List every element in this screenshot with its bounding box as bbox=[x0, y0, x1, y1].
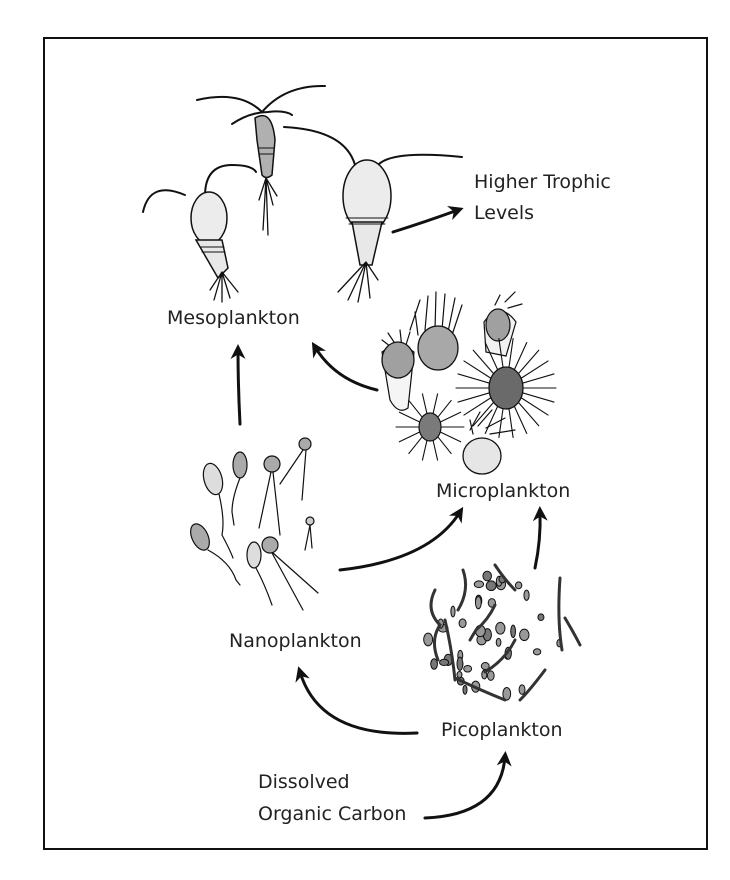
pico-filament bbox=[518, 668, 547, 702]
label-higher-trophic-1: Higher Trophic bbox=[474, 171, 611, 193]
label-doc-1: Dissolved bbox=[258, 771, 350, 793]
copepod-right bbox=[283, 126, 463, 303]
pico-cell bbox=[458, 618, 467, 629]
label-higher-trophic-2: Levels bbox=[474, 202, 535, 224]
pico-cell bbox=[502, 686, 512, 701]
copepod-left bbox=[142, 163, 257, 303]
label-nanoplankton: Nanoplankton bbox=[229, 630, 362, 652]
pico-filament bbox=[443, 618, 457, 682]
pico-filament bbox=[483, 638, 517, 674]
arrow-nano-to-meso bbox=[230, 344, 246, 426]
arrow-doc-to-pico bbox=[423, 751, 512, 820]
pico-cell bbox=[482, 570, 492, 582]
pico-cell bbox=[450, 605, 456, 618]
pico-cell bbox=[523, 589, 530, 601]
pico-cell bbox=[519, 628, 530, 642]
label-microplankton: Microplankton bbox=[436, 480, 571, 502]
pico-cell bbox=[430, 658, 438, 670]
copepod-center bbox=[196, 84, 326, 236]
arrow-pico-to-nano bbox=[295, 666, 419, 735]
pico-cell bbox=[456, 656, 464, 671]
arrow-copepods-to-higher-trophic bbox=[391, 206, 464, 234]
arrow-micro-to-meso bbox=[311, 341, 379, 392]
pico-cell bbox=[480, 662, 490, 671]
pico-cell bbox=[495, 621, 506, 635]
pico-cell bbox=[532, 648, 542, 656]
nanoplankton-cluster bbox=[190, 437, 319, 611]
arrow-nano-to-micro bbox=[338, 506, 464, 572]
label-mesoplankton: Mesoplankton bbox=[167, 307, 300, 329]
arrow-pico-to-micro bbox=[532, 506, 548, 570]
pico-filament bbox=[456, 568, 468, 612]
microplankton-cluster bbox=[381, 291, 557, 475]
pico-filament bbox=[563, 616, 582, 647]
pico-cell bbox=[474, 595, 482, 610]
pico-cell bbox=[423, 632, 434, 647]
label-picoplankton: Picoplankton bbox=[441, 719, 563, 741]
pico-filament bbox=[468, 603, 497, 642]
pico-cell bbox=[462, 684, 468, 695]
pico-cell bbox=[537, 613, 545, 622]
label-doc-2: Organic Carbon bbox=[258, 803, 407, 825]
pico-cell bbox=[463, 664, 473, 673]
pico-cell bbox=[439, 658, 450, 667]
pico-cell bbox=[510, 624, 516, 638]
pico-cell bbox=[473, 580, 485, 589]
pico-filament bbox=[429, 588, 442, 662]
picoplankton-cluster bbox=[423, 563, 582, 702]
pico-filament bbox=[453, 676, 507, 702]
pico-cell bbox=[514, 581, 523, 590]
diagram-frame bbox=[43, 37, 708, 850]
pico-cell bbox=[456, 671, 463, 679]
pico-cell bbox=[495, 637, 502, 647]
pico-cell bbox=[485, 580, 497, 592]
pico-filament bbox=[493, 563, 517, 592]
pico-cell bbox=[518, 684, 526, 695]
pico-filament bbox=[557, 576, 564, 652]
pico-cell bbox=[486, 670, 495, 681]
